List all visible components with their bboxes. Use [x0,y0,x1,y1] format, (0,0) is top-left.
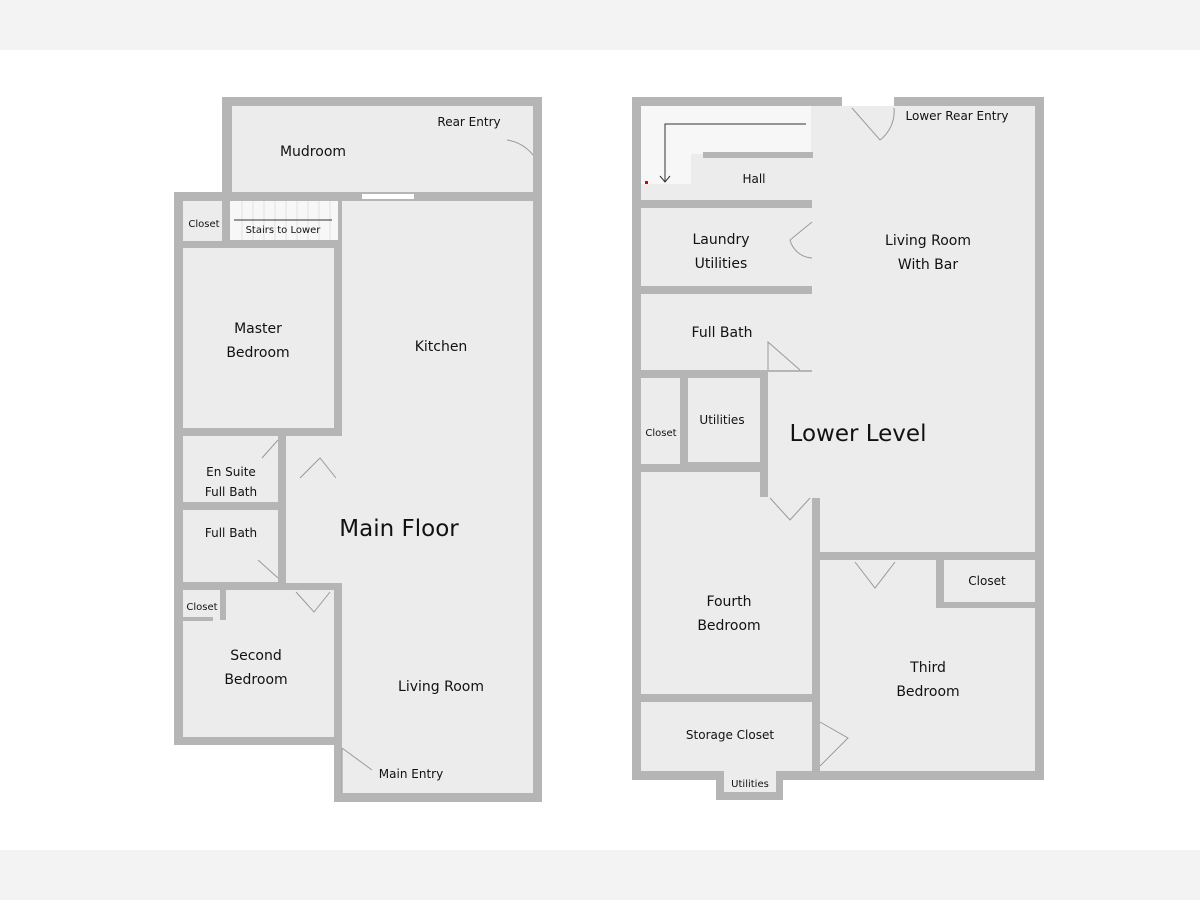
label-full-bath: Full Bath [205,526,257,540]
label-ensuite-2: Full Bath [205,485,257,499]
label-closet-right: Closet [968,574,1006,588]
rear-entry-door [506,139,534,156]
label-stairs: Stairs to Lower [246,225,322,236]
label-third-1: Third [909,660,946,676]
storage-closet [641,702,812,771]
lower-stairs-landing [641,154,691,184]
second-bedroom-door [295,591,331,613]
label-closet-left: Closet [645,428,676,439]
hall-and-living-area [641,106,1035,552]
ensuite-bath [183,436,278,502]
label-second-2: Bedroom [224,672,287,688]
full-bath-lower-door [767,340,801,371]
label-fourth-1: Fourth [706,594,751,610]
laundry-door [789,221,813,259]
closet-left [641,378,680,464]
main-entry-door [341,747,373,793]
label-hall: Hall [742,172,765,186]
label-kitchen: Kitchen [415,339,468,355]
closet-right-wall-h [936,602,1035,608]
label-closet-bottom: Closet [186,602,217,613]
lower-level-plan [632,97,1044,800]
label-laundry-1: Laundry [692,232,749,248]
closet-bottom-wall-h [183,617,213,621]
third-bedroom-door [854,561,896,589]
stair-wall [703,152,813,158]
main-floor-plan [174,97,542,802]
label-storage: Storage Closet [686,728,774,742]
label-third-2: Bedroom [896,684,959,700]
full-bath-main [183,510,278,582]
bottom-band [0,850,1200,900]
label-utilities-mid: Utilities [699,413,744,427]
ensuite-door [261,439,337,479]
label-mudroom: Mudroom [280,144,346,160]
utilities-bottom [724,771,776,792]
laundry-utilities [641,208,812,286]
label-utilities-bottom: Utilities [731,779,769,790]
label-master-1: Master [234,321,282,337]
full-bath-door [257,559,279,579]
lower-stairs-arrow [659,123,806,183]
lower-stairs [641,106,811,154]
closet-bottom-wall [220,590,226,620]
label-full-bath-lower: Full Bath [692,325,753,341]
third-bedroom [820,560,1035,771]
label-laundry-2: Utilities [695,256,748,272]
kitchen-living-open-area [286,201,533,793]
mudroom-door-opening [362,194,414,199]
fourth-bedroom-door [769,497,811,521]
label-main-entry: Main Entry [379,767,443,781]
top-band [0,0,1200,50]
label-living-1: Living Room [885,233,971,249]
label-master-2: Bedroom [226,345,289,361]
label-rear-entry: Rear Entry [437,115,500,129]
label-closet-top: Closet [188,219,219,230]
label-ensuite-1: En Suite [206,465,256,479]
storage-door [819,721,849,767]
red-marker [645,181,648,184]
fourth-bedroom-main [641,497,812,694]
second-bedroom [183,590,334,737]
full-bath-lower [641,294,812,370]
main-floor-title: Main Floor [339,516,459,542]
label-lower-rear-entry: Lower Rear Entry [906,109,1009,123]
label-living-2: With Bar [898,257,958,273]
master-bedroom [183,248,334,428]
closet-right-wall [936,560,944,608]
hall-connector [286,484,346,576]
closet-top [183,201,222,241]
lower-rear-door [851,107,895,141]
lower-level-title: Lower Level [790,421,927,447]
utilities-mid [688,378,760,462]
label-living-room: Living Room [398,679,484,695]
mudroom [232,106,533,192]
label-fourth-2: Bedroom [697,618,760,634]
label-second-1: Second [230,648,282,664]
lower-rear-door-opening [842,97,894,106]
